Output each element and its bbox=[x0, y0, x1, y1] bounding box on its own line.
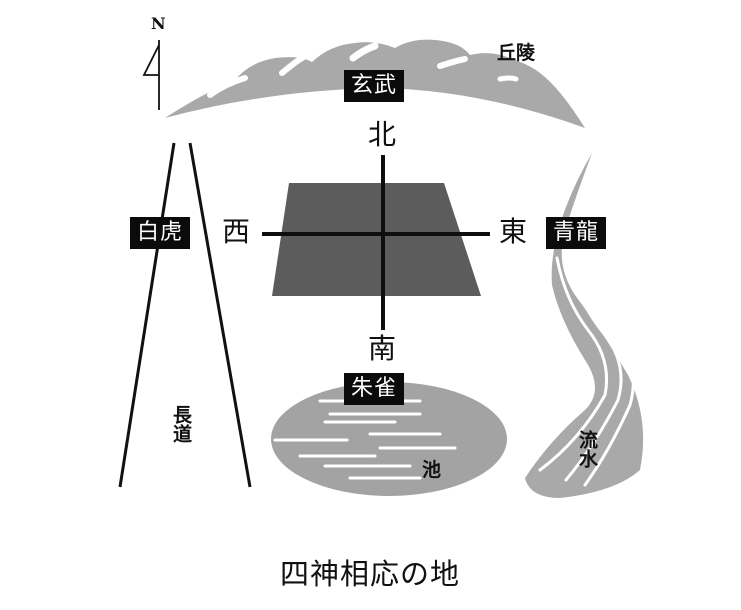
north-indicator-label: N bbox=[151, 14, 166, 33]
direction-east: 東 bbox=[499, 215, 528, 248]
pond-shape bbox=[271, 382, 507, 496]
capital-plot bbox=[272, 183, 481, 296]
north-arrow-icon bbox=[142, 40, 160, 110]
hills-label: 丘陵 bbox=[497, 42, 536, 64]
seiryu-label: 青龍 bbox=[546, 217, 607, 249]
suzaku-label: 朱雀 bbox=[344, 373, 405, 405]
direction-south: 南 bbox=[368, 332, 397, 365]
genbu-label: 玄武 bbox=[344, 70, 405, 102]
diagram-caption: 四神相応の地 bbox=[280, 557, 461, 591]
stream-label: 流水 bbox=[576, 430, 598, 468]
byakko-label: 白虎 bbox=[130, 217, 191, 249]
direction-west: 西 bbox=[222, 215, 251, 248]
road-label: 長道 bbox=[170, 405, 192, 443]
pond-label: 池 bbox=[422, 459, 442, 481]
road-lines bbox=[118, 142, 252, 488]
direction-north: 北 bbox=[368, 118, 397, 151]
stream-shape bbox=[525, 153, 644, 498]
